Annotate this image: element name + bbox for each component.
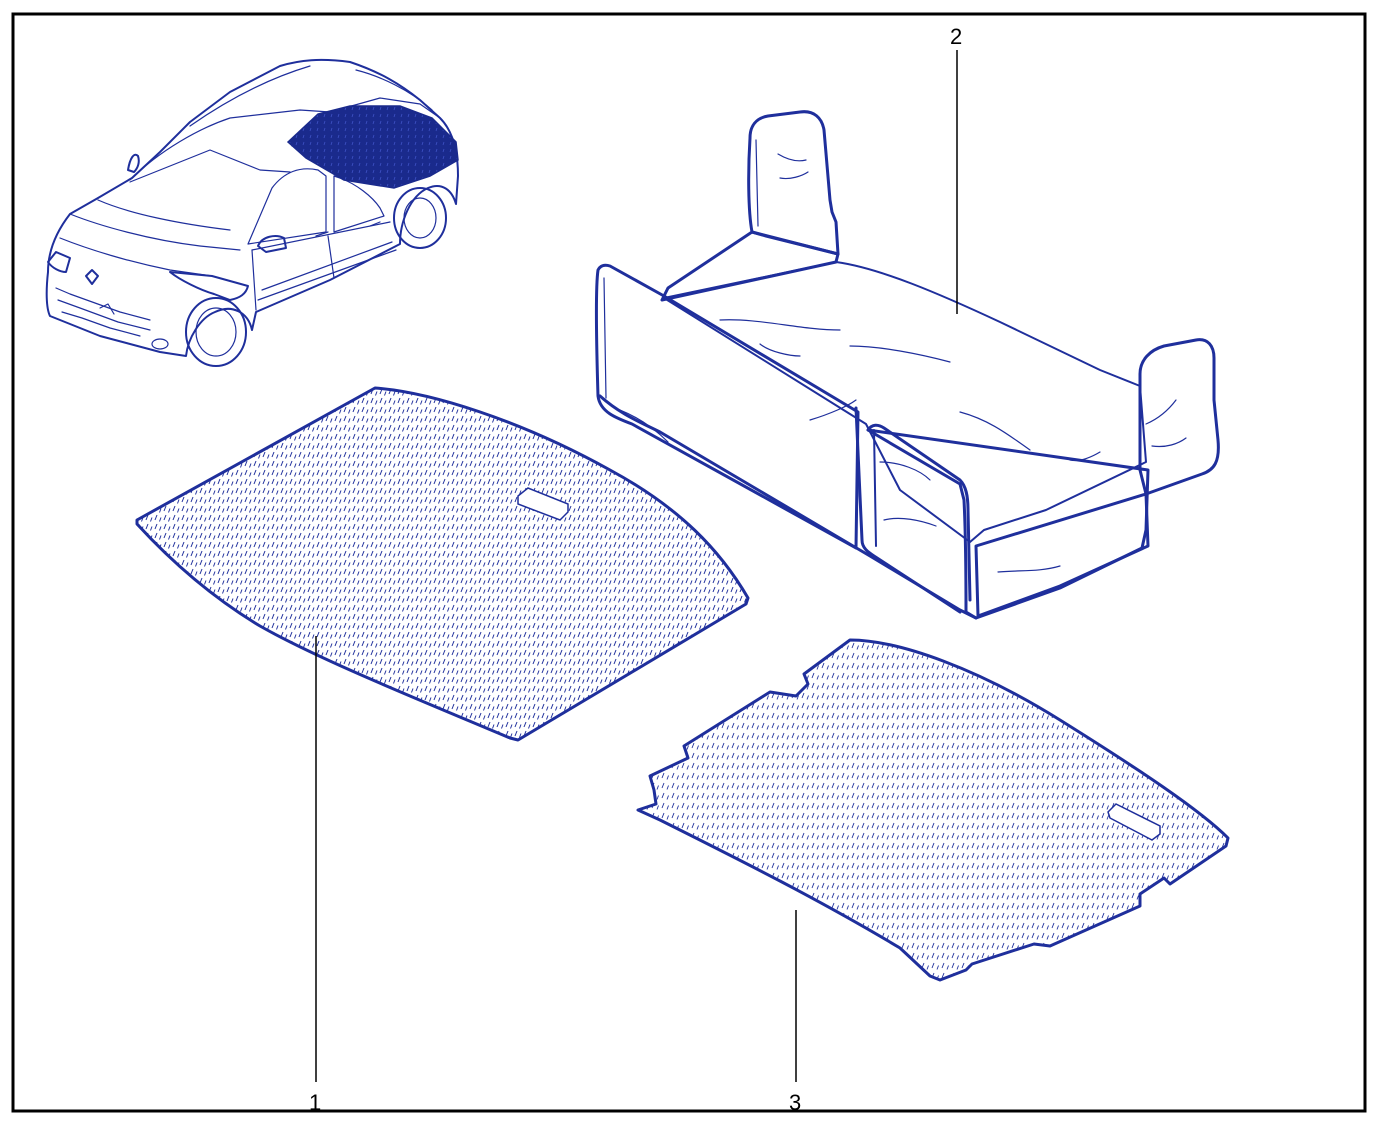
- part-2-boot-liner: [595, 110, 1220, 620]
- part-1-boot-mat: [135, 386, 750, 742]
- part-1-label-plate: [517, 487, 569, 521]
- part-3-boot-mat: [636, 638, 1230, 982]
- diagram-frame: [11, 12, 1367, 1113]
- callout-1: 1: [309, 1090, 321, 1115]
- car-illustration: [45, 58, 459, 367]
- callout-3: 3: [789, 1090, 801, 1115]
- part-3-label-plate: [1107, 803, 1161, 841]
- callout-2: 2: [950, 24, 962, 49]
- car-highlight-trunk: [286, 105, 459, 189]
